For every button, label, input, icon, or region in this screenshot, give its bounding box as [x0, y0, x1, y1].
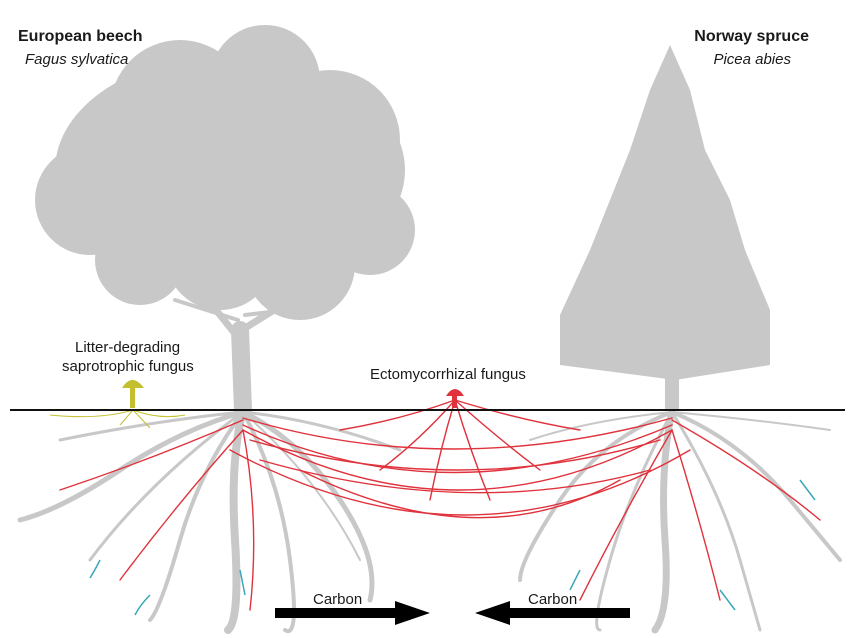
- ectomycorrhizal-mushroom: [446, 389, 464, 408]
- beech-common-name: European beech: [18, 28, 143, 45]
- fine-roots: [89, 479, 816, 616]
- carbon-arrow-left: [275, 601, 430, 625]
- ectomycorrhizal-label: Ectomycorrhizal fungus: [370, 366, 526, 383]
- spruce-latin-name: Picea abies: [713, 51, 791, 68]
- beech-crown: [35, 25, 415, 320]
- saprotrophic-label-line2: saprotrophic fungus: [62, 358, 194, 375]
- spruce-common-name: Norway spruce: [694, 28, 809, 45]
- carbon-label-left: Carbon: [313, 591, 363, 608]
- beech-trunk: [173, 286, 332, 419]
- spruce-crown: [560, 45, 770, 380]
- beech-latin-name: Fagus sylvatica: [25, 51, 129, 68]
- saprotrophic-fungus: [49, 380, 186, 429]
- saprotrophic-label-line1: Litter-degrading: [75, 339, 181, 356]
- beech-gray-roots: [17, 406, 402, 634]
- ectomycorrhizal-network: [59, 399, 821, 611]
- carbon-label-right: Carbon: [528, 591, 578, 608]
- carbon-arrow-right: [475, 601, 630, 625]
